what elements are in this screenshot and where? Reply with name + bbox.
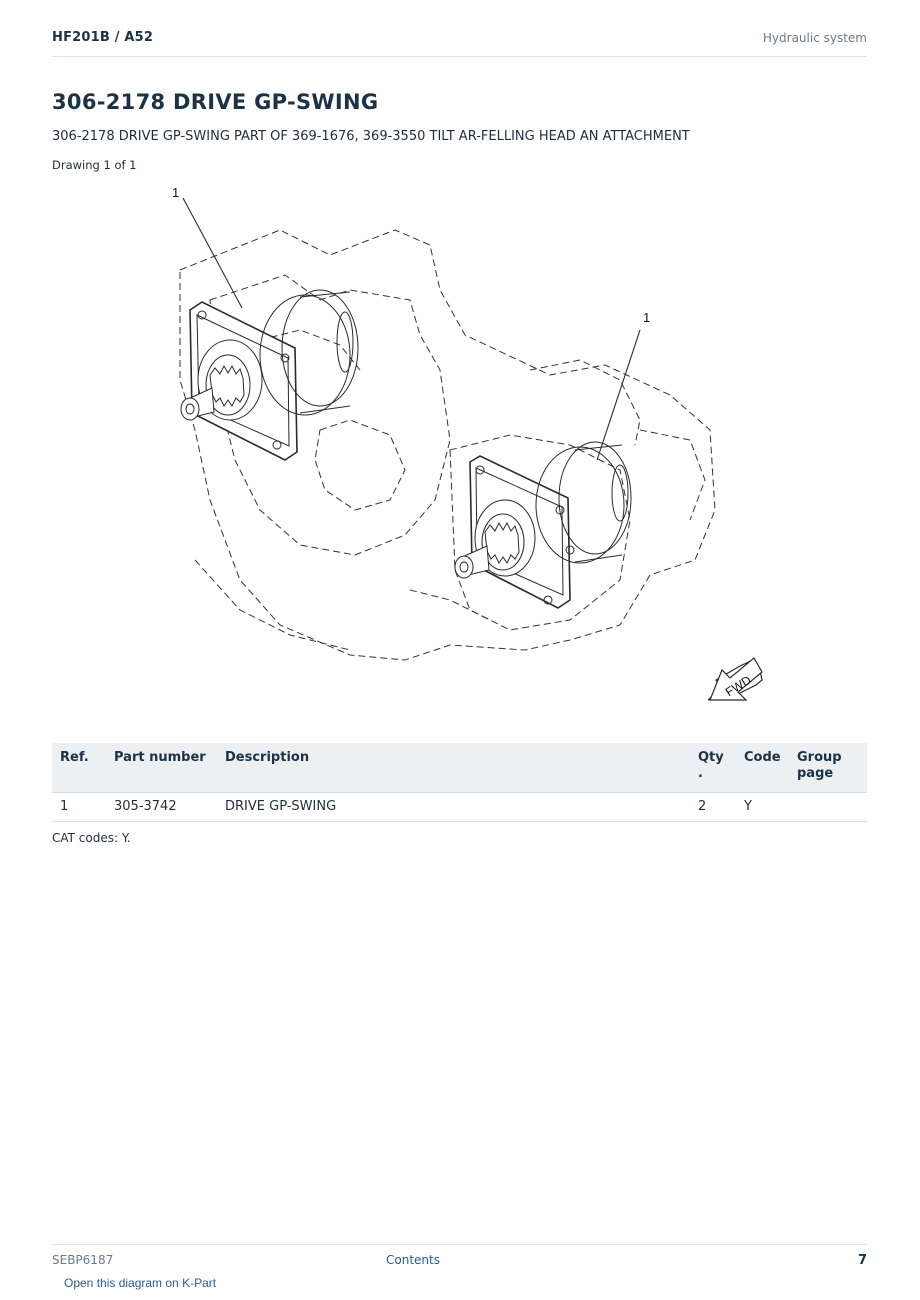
col-part-number: Part number — [106, 743, 217, 793]
drawing-label: Drawing 1 of 1 — [52, 158, 137, 172]
parts-drawing-svg: 1 1 FWD — [172, 185, 763, 701]
page-title: 306-2178 DRIVE GP-SWING — [52, 90, 379, 114]
cat-codes-note: CAT codes: Y. — [52, 831, 131, 845]
page-header: HF201B / A52 Hydraulic system — [52, 28, 867, 57]
page-number: 7 — [857, 1253, 867, 1268]
cell-qty: 2 — [690, 792, 736, 822]
cell-code: Y — [736, 792, 789, 822]
page-footer: SEBP6187 Contents 7 — [52, 1244, 867, 1275]
cell-description: DRIVE GP-SWING — [217, 792, 690, 822]
table-row: 1 305-3742 DRIVE GP-SWING 2 Y — [52, 792, 867, 822]
contents-link[interactable]: Contents — [386, 1253, 440, 1267]
col-ref: Ref. — [52, 743, 106, 793]
cell-group-page — [789, 792, 867, 822]
callout-label: 1 — [172, 185, 179, 200]
callout-label: 1 — [643, 310, 650, 325]
col-code: Code — [736, 743, 789, 793]
cell-ref: 1 — [52, 792, 106, 822]
section-label: Hydraulic system — [762, 31, 867, 45]
page-subtitle: 306-2178 DRIVE GP-SWING PART OF 369-1676… — [52, 129, 690, 144]
model-label: HF201B / A52 — [52, 30, 154, 45]
document-number: SEBP6187 — [52, 1253, 114, 1267]
parts-table: Ref. Part number Description Qty . Code … — [52, 743, 867, 822]
kpart-link[interactable]: Open this diagram on K-Part — [64, 1276, 217, 1290]
cell-part-number: 305-3742 — [106, 792, 217, 822]
parts-drawing: 1 1 FWD — [150, 180, 770, 725]
col-description: Description — [217, 743, 690, 793]
col-qty: Qty . — [690, 743, 736, 793]
col-group-page: Group page — [789, 743, 867, 793]
table-header-row: Ref. Part number Description Qty . Code … — [52, 743, 867, 793]
